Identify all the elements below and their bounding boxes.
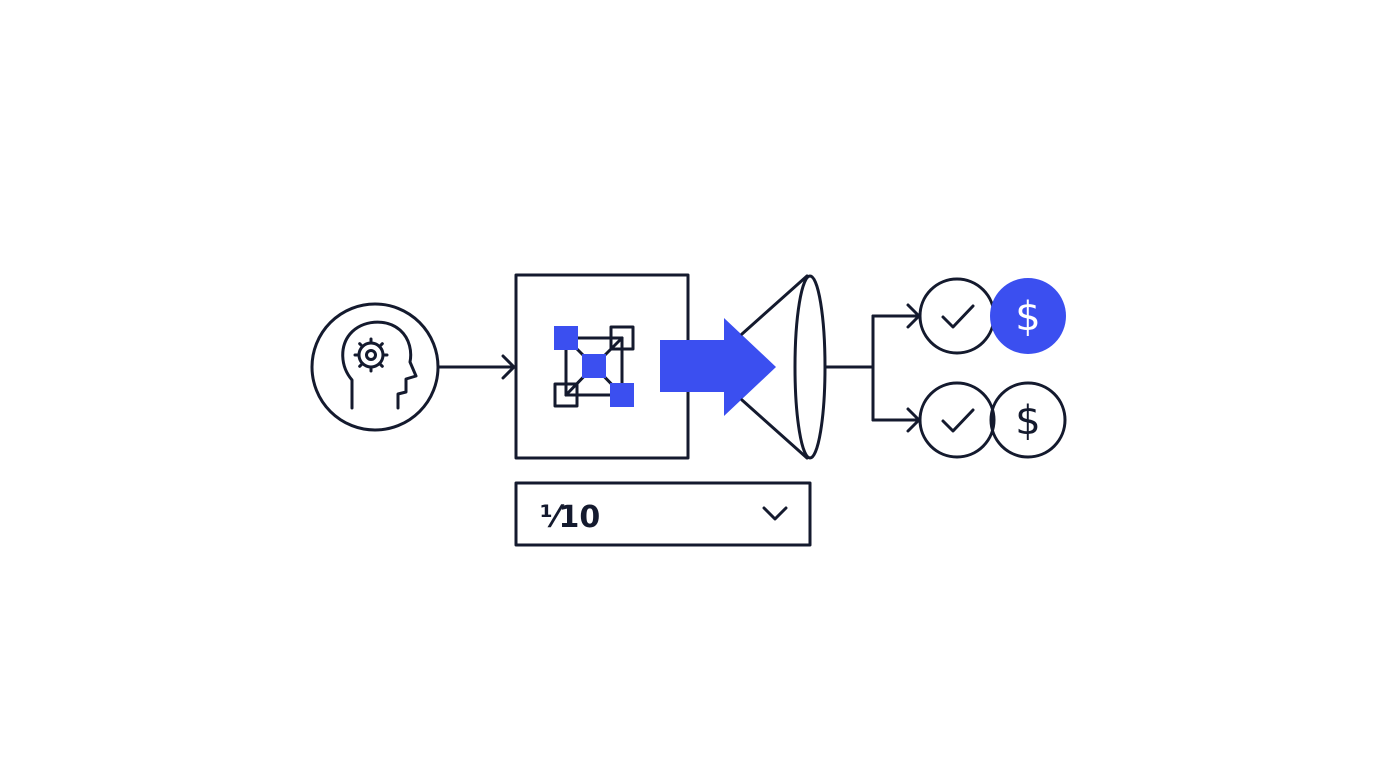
dropdown-value: ⅟10 [540, 500, 600, 535]
node-graph-icon [553, 325, 635, 408]
checkmark-circle [918, 277, 996, 355]
funnel-rim [793, 274, 827, 460]
head-gear-icon [341, 320, 418, 410]
arrow-right-icon [660, 318, 776, 416]
outcome-top: $ [918, 277, 1066, 355]
chevron-down-icon[interactable] [762, 506, 788, 521]
checkmark-circle [918, 381, 996, 459]
head-gear-node [310, 302, 440, 432]
arrowhead-input [501, 354, 516, 380]
checkmark-icon [941, 408, 975, 433]
dropdown-box[interactable] [514, 481, 812, 547]
dollar-icon: $ [1015, 294, 1040, 340]
connector-input [437, 354, 516, 380]
outcome-bottom: $ [918, 381, 1067, 459]
branch-connector [823, 303, 921, 433]
model-node [514, 273, 690, 460]
dollar-badge-filled [990, 278, 1066, 354]
dollar-icon: $ [1015, 398, 1040, 444]
checkmark-icon [941, 304, 975, 329]
ratio-dropdown[interactable]: ⅟10 [514, 481, 812, 547]
dollar-badge-outline [989, 381, 1067, 459]
